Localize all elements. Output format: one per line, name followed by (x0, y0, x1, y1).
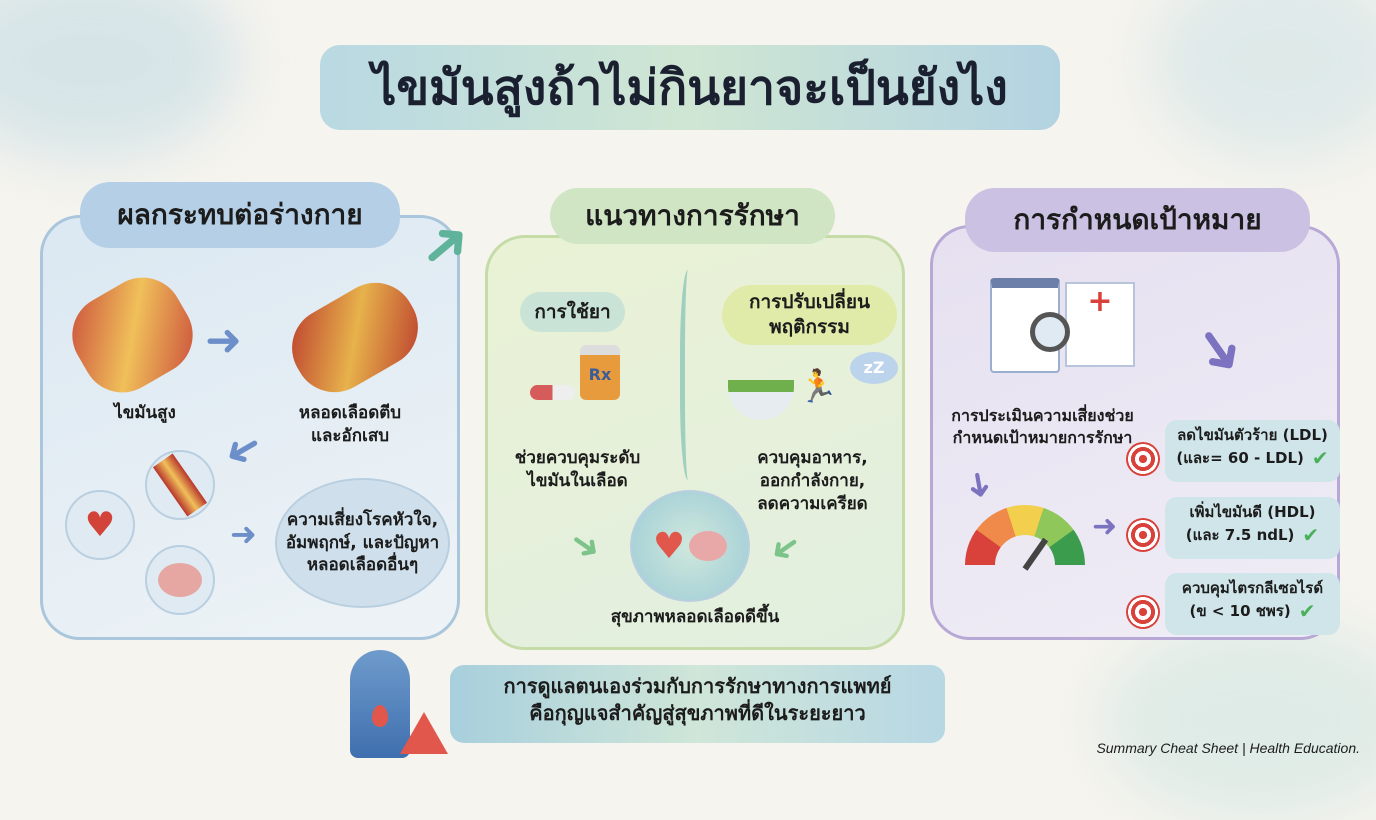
brain-icon (145, 545, 215, 615)
heart-icon: ♥ (652, 525, 686, 567)
assessment-text: การประเมินความเสี่ยงช่วยกำหนดเป้าหมายการ… (951, 406, 1134, 447)
medical-report-icon: + (1065, 282, 1135, 367)
result-label: สุขภาพหลอดเลือดดีขึ้น (610, 607, 780, 627)
vessel-label: หลอดเลือดตีบและอักเสบ (298, 403, 402, 446)
goal-ldl: ลดไขมันตัวร้าย (LDL)(และ= 60 - LDL)✔ (1165, 420, 1340, 482)
target-icon (1126, 595, 1160, 629)
divider (680, 270, 700, 480)
goal-triglyceride: ควบคุมไตรกลีเซอไรด์(ข < 10 ชพร)✔ (1165, 573, 1340, 635)
page-title: ไขมันสูงถ้าไม่กินยาจะเป็นยังไง (320, 45, 1060, 130)
watercolor-wash (1100, 620, 1376, 820)
risk-bubble: ความเสี่ยงโรคหัวใจ,อัมพฤกษ์, และปัญหาหลอ… (275, 478, 450, 608)
pill-bottle-icon: Rx (580, 345, 620, 400)
checkmark-icon: ✔ (1311, 445, 1329, 470)
warning-icon (400, 712, 448, 754)
brain-icon (689, 531, 728, 561)
arrow-right-icon: ➜ (205, 315, 242, 366)
artery-circle (145, 450, 215, 520)
effects-header: ผลกระทบต่อร่างกาย (80, 182, 400, 248)
magnifier-icon (1030, 312, 1070, 352)
medication-desc: ช่วยควบคุมระดับไขมันในเลือด (514, 448, 641, 491)
sleep-cloud-icon: zZ (850, 352, 898, 384)
goals-header: การกำหนดเป้าหมาย (965, 188, 1310, 252)
watercolor-wash (1150, 0, 1376, 160)
behavior-title: การปรับเปลี่ยนพฤติกรรม (722, 285, 897, 345)
pills-icon (530, 385, 575, 400)
arrow-right-icon: ➜ (230, 515, 257, 553)
footer-caption: Summary Cheat Sheet | Health Education. (1096, 740, 1360, 756)
heart-brain-circle: ♥ (630, 490, 750, 602)
runner-icon: 🏃 (798, 367, 838, 405)
goal-hdl: เพิ่มไขมันดี (HDL)(และ 7.5 ndL)✔ (1165, 497, 1340, 559)
checkmark-icon: ✔ (1302, 522, 1320, 547)
behavior-desc: ควบคุมอาหาร,ออกกำลังกาย,ลดความเครียด (757, 448, 868, 514)
treatment-header: แนวทางการรักษา (550, 188, 835, 244)
target-icon (1126, 518, 1160, 552)
checkmark-icon: ✔ (1298, 598, 1316, 623)
arrow-down-icon: ➜ (957, 467, 1002, 503)
heart-icon: ♥ (65, 490, 135, 560)
watercolor-wash (0, 0, 240, 160)
target-icon (1126, 442, 1160, 476)
high-fat-label: ไขมันสูง (114, 403, 176, 423)
key-message: การดูแลตนเองร่วมกับการรักษาทางการแพทย์คื… (450, 665, 945, 743)
medication-title: การใช้ยา (520, 292, 625, 332)
arrow-right-icon: ➜ (1092, 509, 1118, 544)
